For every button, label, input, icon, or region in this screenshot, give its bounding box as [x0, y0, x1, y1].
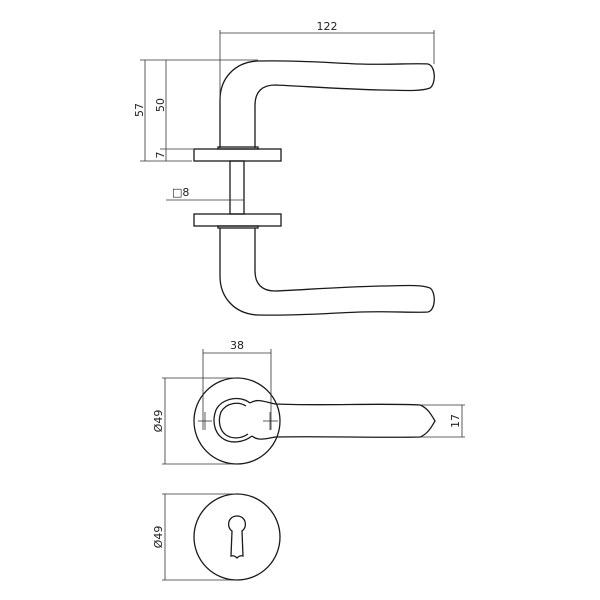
escutcheon-front	[193, 493, 281, 581]
upper-rose	[193, 148, 282, 162]
label-7: 7	[154, 152, 167, 159]
spindle	[229, 160, 245, 215]
lower-lever-side	[217, 225, 435, 316]
dim-38: 38	[202, 339, 272, 430]
dim-57-50-7: 57 50 7	[133, 59, 258, 162]
dim-122: 122	[219, 20, 435, 100]
dim-spindle: □8	[166, 186, 244, 201]
dim-17: 17	[420, 404, 465, 438]
label-17: 17	[449, 414, 462, 428]
rose-front	[193, 377, 436, 465]
label-spindle: □8	[172, 186, 189, 199]
label-38: 38	[230, 339, 244, 352]
label-50: 50	[154, 98, 167, 112]
label-122: 122	[317, 20, 338, 33]
dim-escutcheon-diameter: Ø49	[152, 493, 237, 581]
dim-rose-diameter: Ø49	[152, 377, 237, 465]
lower-rose	[193, 213, 282, 227]
label-rose-diameter: Ø49	[152, 410, 165, 433]
upper-lever-side	[217, 60, 435, 150]
label-57: 57	[133, 103, 146, 117]
keyhole-icon	[227, 515, 247, 559]
label-escutcheon-diameter: Ø49	[152, 526, 165, 549]
